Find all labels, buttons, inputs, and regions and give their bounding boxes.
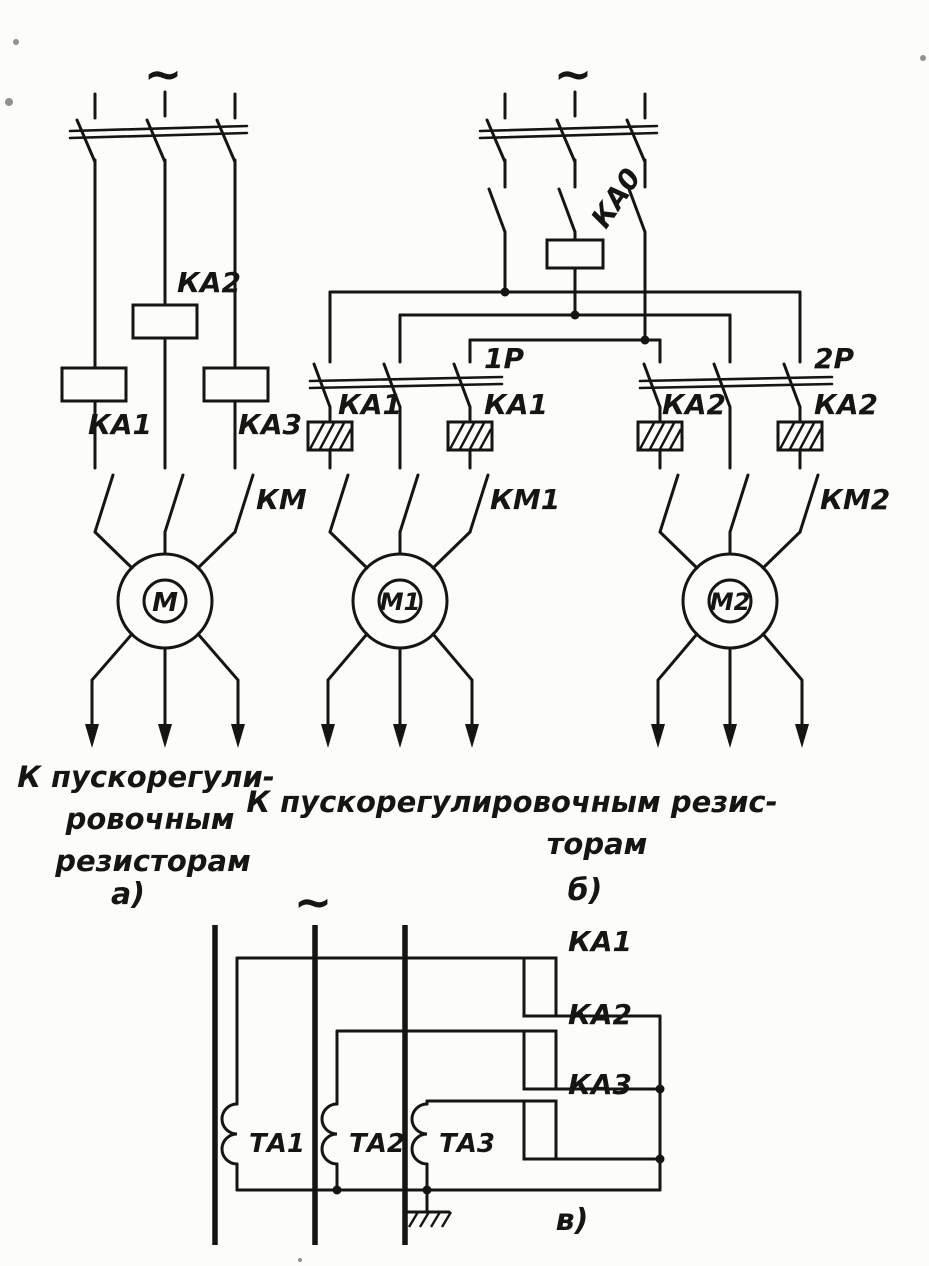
caption-a-line2: ровочным bbox=[65, 802, 235, 836]
transformer-label-ta1: ТА1 bbox=[249, 1129, 305, 1159]
supply-leads-b bbox=[503, 90, 647, 120]
transformer-label-ta3: ТА3 bbox=[439, 1129, 495, 1159]
current-transformer-ta1 bbox=[220, 956, 239, 1192]
section-label-b: б) bbox=[568, 873, 603, 908]
relay-label-ka1-v: КА1 bbox=[568, 925, 632, 958]
secondary-wiring-v bbox=[235, 956, 665, 1195]
transformer-label-ta2: ТА2 bbox=[349, 1129, 405, 1159]
ac-symbol-v: ~ bbox=[294, 875, 333, 929]
scan-specks bbox=[5, 39, 926, 1262]
contactor-label-km1: КМ1 bbox=[490, 483, 560, 516]
relay-label-ka3: КА3 bbox=[238, 408, 302, 441]
motor-leads-m2 bbox=[658, 530, 802, 570]
disconnect-switch-a bbox=[68, 118, 249, 164]
caption-a-line3: резисторам bbox=[54, 844, 251, 878]
supply-leads-a bbox=[93, 90, 237, 120]
relay-label-ka1-left: КА1 bbox=[338, 388, 402, 421]
switch-label-2p: 2Р bbox=[814, 342, 854, 375]
relay-label-ka0: КА0 bbox=[584, 162, 647, 234]
distribution-buses bbox=[328, 287, 802, 364]
section-label-a: а) bbox=[111, 877, 145, 912]
relay-label-ka1: КА1 bbox=[88, 408, 152, 441]
relay-coil-ka2 bbox=[131, 303, 199, 340]
output-arrows-a bbox=[85, 632, 245, 748]
relay-label-ka2-left: КА2 bbox=[662, 388, 726, 421]
caption-a-line1: К пускорегули- bbox=[17, 760, 275, 794]
phase-wires-a bbox=[93, 158, 237, 470]
diagram-a: ~ КА2 КА1 bbox=[17, 47, 307, 912]
contactor-km-contacts bbox=[93, 473, 255, 534]
phase-wires-b bbox=[503, 230, 647, 342]
motor-leads-m1 bbox=[328, 530, 472, 570]
relay-label-ka2-v: КА2 bbox=[568, 998, 632, 1031]
ac-symbol-b: ~ bbox=[554, 47, 593, 101]
motor-leads-a bbox=[93, 530, 237, 570]
contactor-km2-contacts bbox=[658, 473, 820, 534]
breaker-contacts-b bbox=[487, 158, 647, 234]
caption-b-line1: К пускорегулировочным резис- bbox=[246, 785, 777, 819]
ac-symbol-a: ~ bbox=[144, 47, 183, 101]
relay-coils-ka2-branch2 bbox=[636, 405, 824, 470]
relay-label-ka2-right: КА2 bbox=[814, 388, 878, 421]
disconnect-switch-b bbox=[478, 118, 659, 164]
relay-coil-ka1-v bbox=[522, 956, 558, 1018]
relay-label-ka2: КА2 bbox=[177, 266, 241, 299]
motor-label-m2: М2 bbox=[710, 588, 751, 616]
contactor-km1-contacts bbox=[328, 473, 490, 534]
output-arrows-m2 bbox=[651, 632, 809, 748]
switch-1p bbox=[308, 362, 504, 409]
contactor-label-km: КМ bbox=[256, 483, 307, 516]
diagram-b: ~ КА0 bbox=[246, 47, 890, 908]
relay-label-ka3-v: КА3 bbox=[568, 1068, 632, 1101]
section-label-v: в) bbox=[556, 1203, 589, 1238]
motor-label-m: М bbox=[152, 588, 178, 618]
caption-b-line2: торам bbox=[547, 827, 648, 861]
contactor-label-km2: КМ2 bbox=[820, 483, 890, 516]
relay-coil-ka1 bbox=[60, 366, 128, 403]
current-transformer-ta2 bbox=[320, 1029, 339, 1192]
ground-symbol bbox=[403, 1188, 453, 1228]
output-arrows-m1 bbox=[321, 632, 479, 748]
relay-label-ka1-right: КА1 bbox=[484, 388, 548, 421]
relay-coils-ka1-branch1 bbox=[306, 405, 494, 470]
relay-coil-ka3-v bbox=[522, 1099, 558, 1161]
busbars-v bbox=[212, 925, 408, 1245]
switch-2p bbox=[638, 362, 834, 409]
diagram-v: ~ ТА1 ТА2 ТА3 bbox=[212, 875, 665, 1245]
switch-label-1p: 1Р bbox=[484, 342, 524, 375]
current-transformer-ta3 bbox=[410, 1099, 429, 1192]
motor-label-m1: М1 bbox=[380, 588, 421, 616]
motor-m1: М1 bbox=[351, 552, 449, 650]
relay-coil-ka0 bbox=[545, 238, 605, 270]
relay-coil-ka2-v bbox=[522, 1029, 558, 1091]
relay-coil-ka3 bbox=[202, 366, 270, 403]
